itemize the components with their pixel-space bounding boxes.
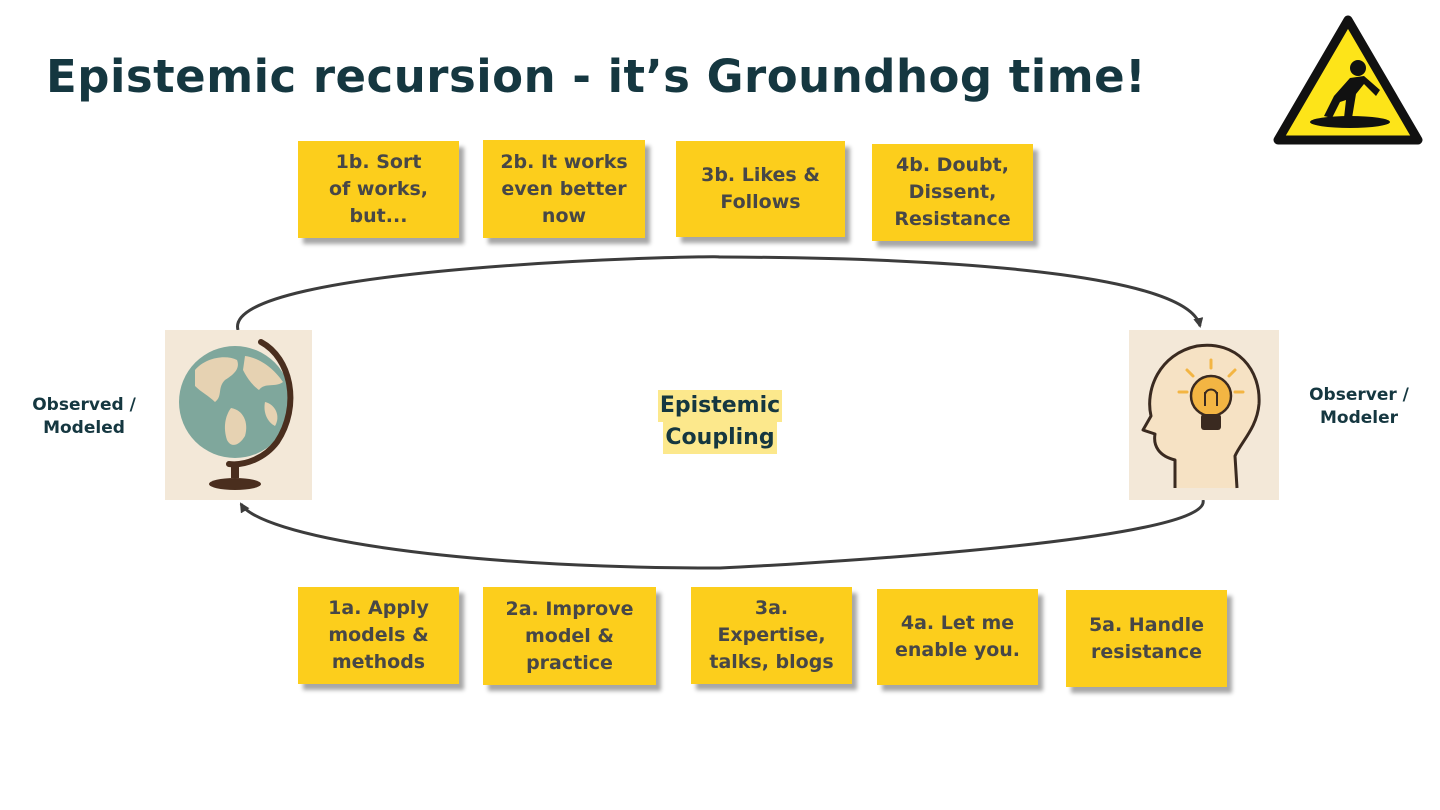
head-lightbulb-icon bbox=[1129, 330, 1279, 500]
globe-icon bbox=[165, 330, 312, 500]
head-tile bbox=[1129, 330, 1279, 500]
note-2a: 2a. Improve model & practice bbox=[483, 587, 656, 685]
note-1b: 1b. Sort of works, but... bbox=[298, 141, 459, 238]
note-3b: 3b. Likes & Follows bbox=[676, 141, 845, 237]
note-1a: 1a. Apply models & methods bbox=[298, 587, 459, 684]
center-line-2: Coupling bbox=[663, 422, 776, 454]
globe-tile bbox=[165, 330, 312, 500]
center-line-1: Epistemic bbox=[658, 390, 782, 422]
bottom-arrow bbox=[241, 500, 1203, 568]
observer-label: Observer / Modeler bbox=[1296, 384, 1422, 430]
note-4a: 4a. Let me enable you. bbox=[877, 589, 1038, 685]
note-3a: 3a. Expertise, talks, blogs bbox=[691, 587, 852, 684]
epistemic-coupling-label: Epistemic Coupling bbox=[600, 390, 840, 454]
note-2b: 2b. It works even better now bbox=[483, 140, 645, 238]
top-arrow bbox=[238, 257, 1200, 330]
note-4b: 4b. Doubt, Dissent, Resistance bbox=[872, 144, 1033, 241]
note-5a: 5a. Handle resistance bbox=[1066, 590, 1227, 687]
observed-label: Observed / Modeled bbox=[24, 394, 144, 440]
